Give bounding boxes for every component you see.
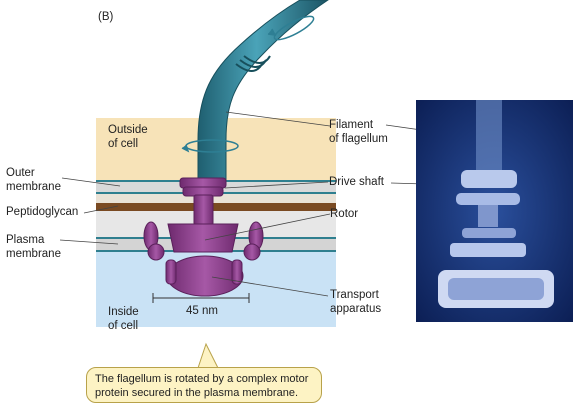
outside-cell-label: Outside of cell [108, 124, 148, 151]
scale-label: 45 nm [186, 305, 218, 319]
inside-cell-label: Inside of cell [108, 306, 139, 333]
plasma-membrane-label: Plasma membrane [6, 234, 61, 261]
peptidoglycan-label: Peptidoglycan [6, 206, 78, 220]
rotor-label: Rotor [330, 208, 358, 222]
outer-membrane-label: Outer membrane [6, 167, 61, 194]
caption-box: The flagellum is rotated by a complex mo… [86, 367, 322, 403]
panel-label: (B) [98, 11, 113, 25]
filament-label: Filament of flagellum [329, 119, 388, 146]
peptidoglycan-layer [96, 203, 336, 211]
transport-apparatus-label: Transport apparatus [330, 289, 381, 316]
drive-shaft-label: Drive shaft [329, 176, 384, 190]
electron-micrograph-image [416, 100, 573, 322]
